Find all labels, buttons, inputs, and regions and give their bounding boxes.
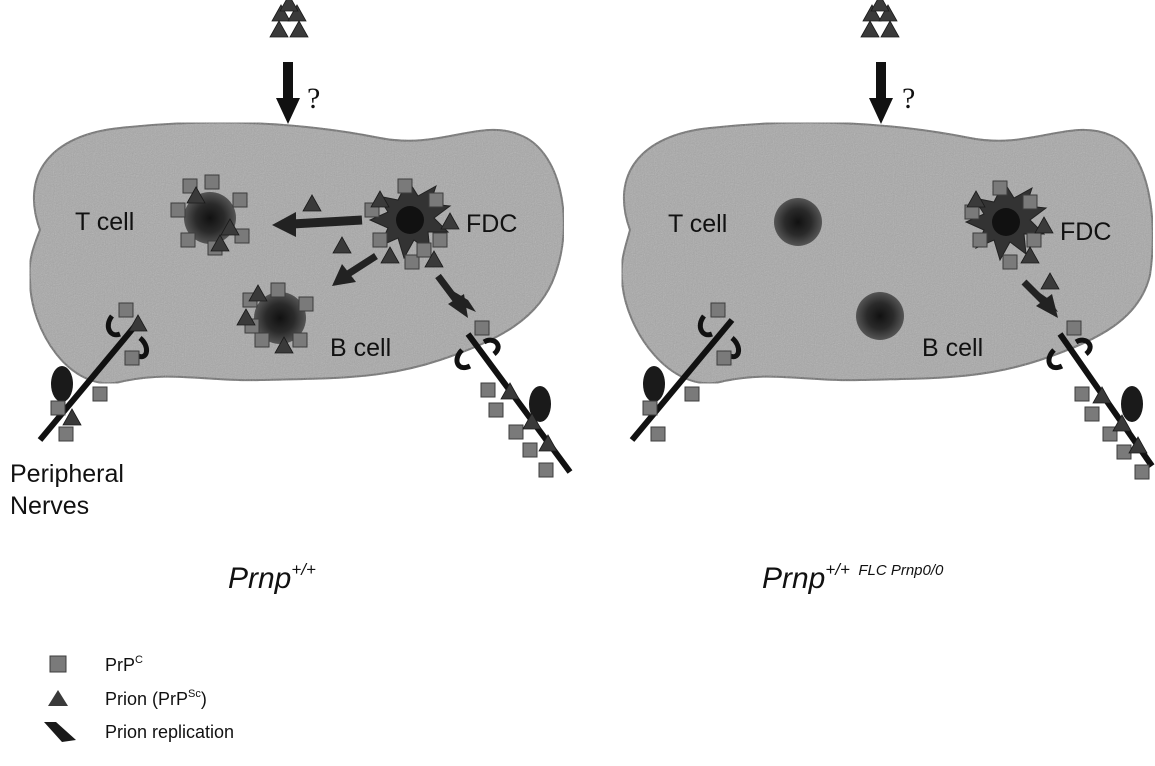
nerves-label-line2: Nerves bbox=[10, 492, 89, 520]
fdc-label: FDC bbox=[1060, 218, 1111, 246]
left-caption-super: +/+ bbox=[291, 560, 316, 579]
prion-cluster-icon bbox=[270, 0, 308, 37]
triangle-icon bbox=[40, 684, 80, 712]
nerves-label-line1: Peripheral bbox=[10, 460, 124, 488]
legend-item-prion: Prion (PrPSc) bbox=[40, 684, 340, 714]
b-cell-label: B cell bbox=[330, 334, 391, 362]
entry-arrow-icon bbox=[869, 62, 893, 124]
b-cell-label: B cell bbox=[922, 334, 983, 362]
left-caption-main: Prnp bbox=[228, 562, 291, 595]
prion-cluster-icon bbox=[861, 0, 899, 37]
left-panel: ? T cell FDC bbox=[10, 0, 570, 520]
right-caption: Prnp+/+ FLC Prnp0/0 bbox=[762, 560, 943, 596]
legend-item-replication: Prion replication bbox=[40, 718, 340, 748]
lymphoid-organ bbox=[622, 123, 1153, 384]
entry-arrow-icon bbox=[276, 62, 300, 124]
question-mark: ? bbox=[902, 82, 915, 115]
t-cell-label: T cell bbox=[75, 208, 134, 236]
peripheral-nerve-right bbox=[1049, 321, 1152, 479]
right-caption-main: Prnp bbox=[762, 562, 825, 595]
b-cell bbox=[856, 292, 904, 340]
right-caption-super: +/+ bbox=[825, 560, 850, 579]
replication-icon bbox=[40, 718, 80, 746]
right-panel: ? T cell FDC B cell bbox=[622, 0, 1153, 479]
peripheral-nerve-right bbox=[457, 321, 570, 477]
legend-prpc-label: PrPC bbox=[105, 654, 143, 676]
legend-item-prpc: PrPC bbox=[40, 650, 340, 680]
t-cell-label: T cell bbox=[668, 210, 727, 238]
square-icon bbox=[40, 650, 80, 678]
question-mark: ? bbox=[307, 82, 320, 115]
left-caption: Prnp+/+ bbox=[228, 560, 316, 596]
fdc-label: FDC bbox=[466, 210, 517, 238]
right-caption-super2: FLC Prnp0/0 bbox=[858, 562, 943, 579]
legend-replication-label: Prion replication bbox=[105, 722, 234, 743]
legend-prion-label: Prion (PrPSc) bbox=[105, 688, 207, 710]
t-cell bbox=[774, 198, 822, 246]
